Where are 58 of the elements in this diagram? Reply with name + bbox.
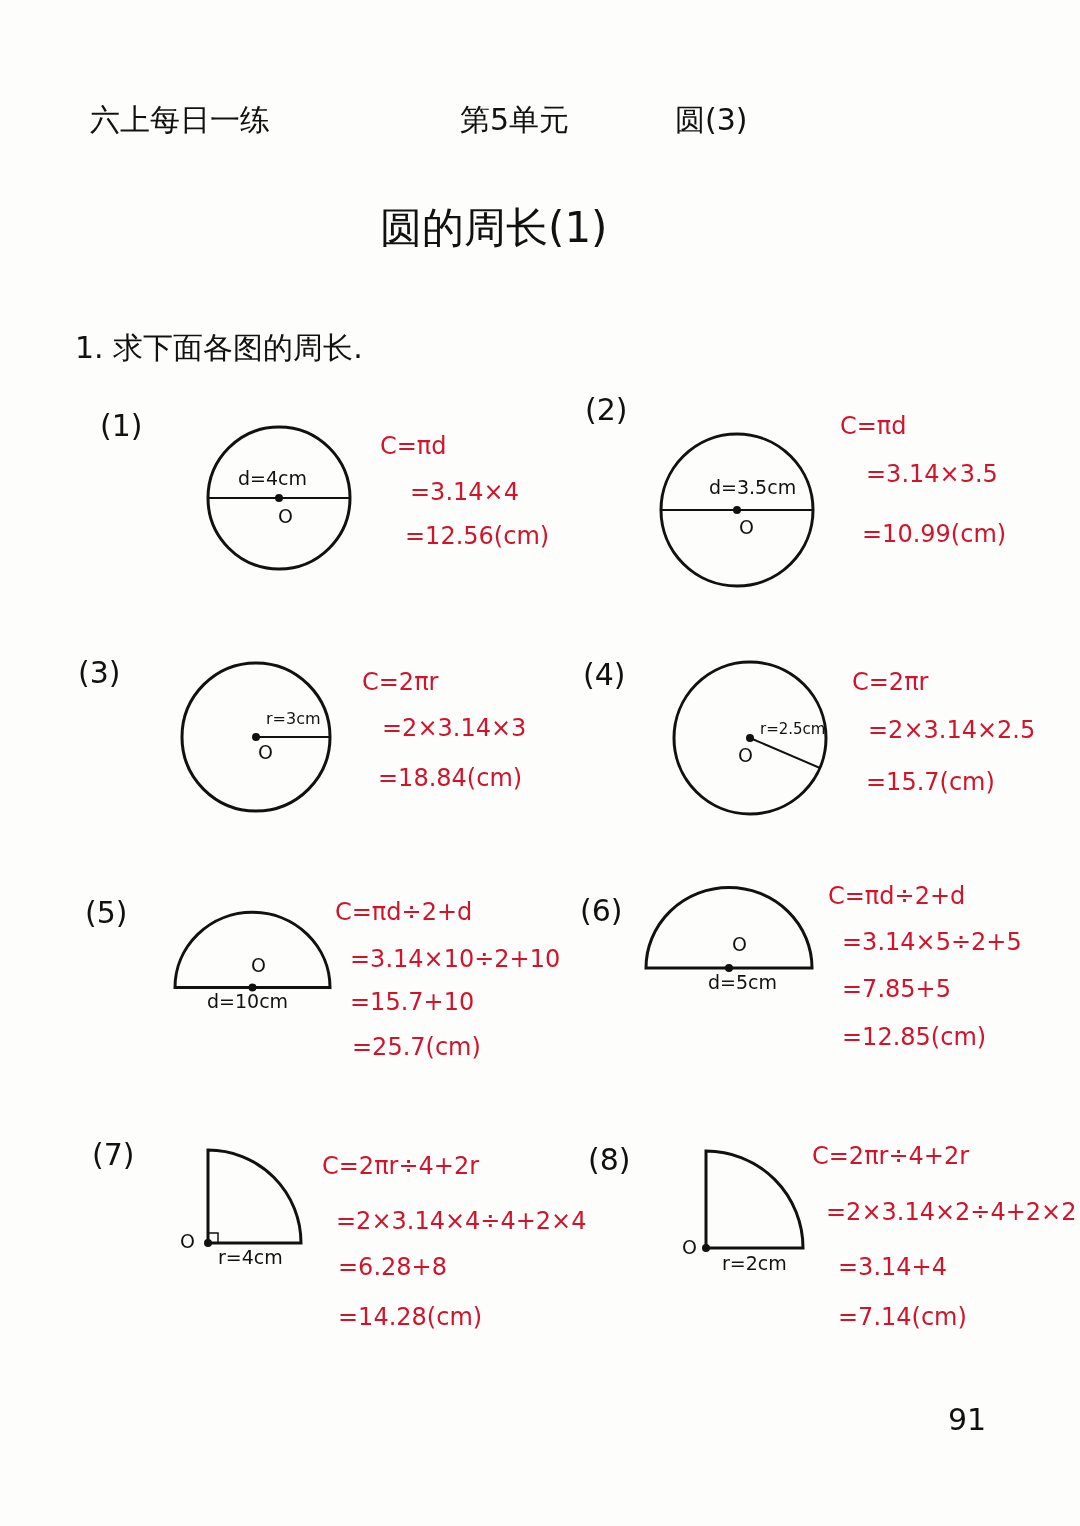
header-text: 第5单元: [460, 101, 570, 139]
problem-number: (8): [588, 1142, 631, 1177]
dimension-label: d=5cm: [708, 971, 778, 993]
formula-line: =3.14×10÷2+10: [350, 945, 561, 973]
center-label: O: [732, 933, 747, 955]
formula-line: =15.7+10: [350, 988, 475, 1016]
problem-number: (3): [78, 655, 121, 690]
title: 圆的周长(1): [380, 202, 608, 254]
center-label: O: [739, 516, 754, 538]
dimension-label: r=4cm: [218, 1246, 283, 1268]
formula-line: C=πd÷2+d: [828, 882, 966, 910]
formula-line: =2×3.14×3: [382, 714, 527, 742]
formula-line: =3.14×5÷2+5: [842, 928, 1022, 956]
dimension-label: r=3cm: [266, 709, 321, 728]
dimension-label: r=2.5cm: [760, 720, 826, 738]
formula-line: =3.14+4: [838, 1253, 947, 1281]
formula-line: =10.99(cm): [862, 520, 1007, 548]
problem-number: (4): [583, 657, 626, 692]
center-label: O: [682, 1236, 697, 1258]
center-label: O: [251, 954, 266, 976]
formula-line: =18.84(cm): [378, 764, 523, 792]
formula-line: =3.14×3.5: [866, 460, 998, 488]
formula-line: =7.85+5: [842, 975, 951, 1003]
formula-line: =3.14×4: [410, 478, 519, 506]
formula-line: =2×3.14×2.5: [868, 716, 1036, 744]
formula-line: =7.14(cm): [838, 1303, 967, 1331]
formula-line: C=2πr: [362, 668, 439, 696]
formula-line: =6.28+8: [338, 1253, 447, 1281]
problem-number: (2): [585, 392, 628, 427]
formula-line: C=πd÷2+d: [335, 898, 473, 926]
problem-number: (5): [85, 895, 128, 930]
formula-line: C=πd: [840, 412, 907, 440]
formula-line: =12.56(cm): [405, 522, 550, 550]
dimension-label: d=10cm: [207, 990, 289, 1012]
problem-number: (6): [580, 893, 623, 928]
dimension-label: r=2cm: [722, 1252, 787, 1274]
formula-line: =25.7(cm): [352, 1033, 481, 1061]
center-label: O: [258, 741, 273, 763]
center-label: O: [278, 505, 293, 527]
header-text: 圆(3): [675, 101, 748, 139]
question-text: 1. 求下面各图的周长.: [75, 329, 363, 367]
problem-number: (1): [100, 408, 143, 443]
page-number: 91: [948, 1402, 987, 1437]
center-label: O: [180, 1230, 195, 1252]
formula-line: C=2πr: [852, 668, 929, 696]
formula-line: =14.28(cm): [338, 1303, 483, 1331]
dimension-label: d=3.5cm: [709, 476, 797, 498]
formula-line: C=2πr÷4+2r: [322, 1152, 480, 1180]
center-label: O: [738, 744, 753, 766]
formula-line: C=πd: [380, 432, 447, 460]
formula-line: =2×3.14×4÷4+2×4: [336, 1207, 587, 1235]
header-text: 六上每日一练: [90, 101, 270, 139]
formula-line: =12.85(cm): [842, 1023, 987, 1051]
formula-line: =2×3.14×2÷4+2×2: [826, 1198, 1077, 1226]
formula-line: =15.7(cm): [866, 768, 995, 796]
formula-line: C=2πr÷4+2r: [812, 1142, 970, 1170]
problem-number: (7): [92, 1137, 135, 1172]
dimension-label: d=4cm: [238, 467, 308, 489]
